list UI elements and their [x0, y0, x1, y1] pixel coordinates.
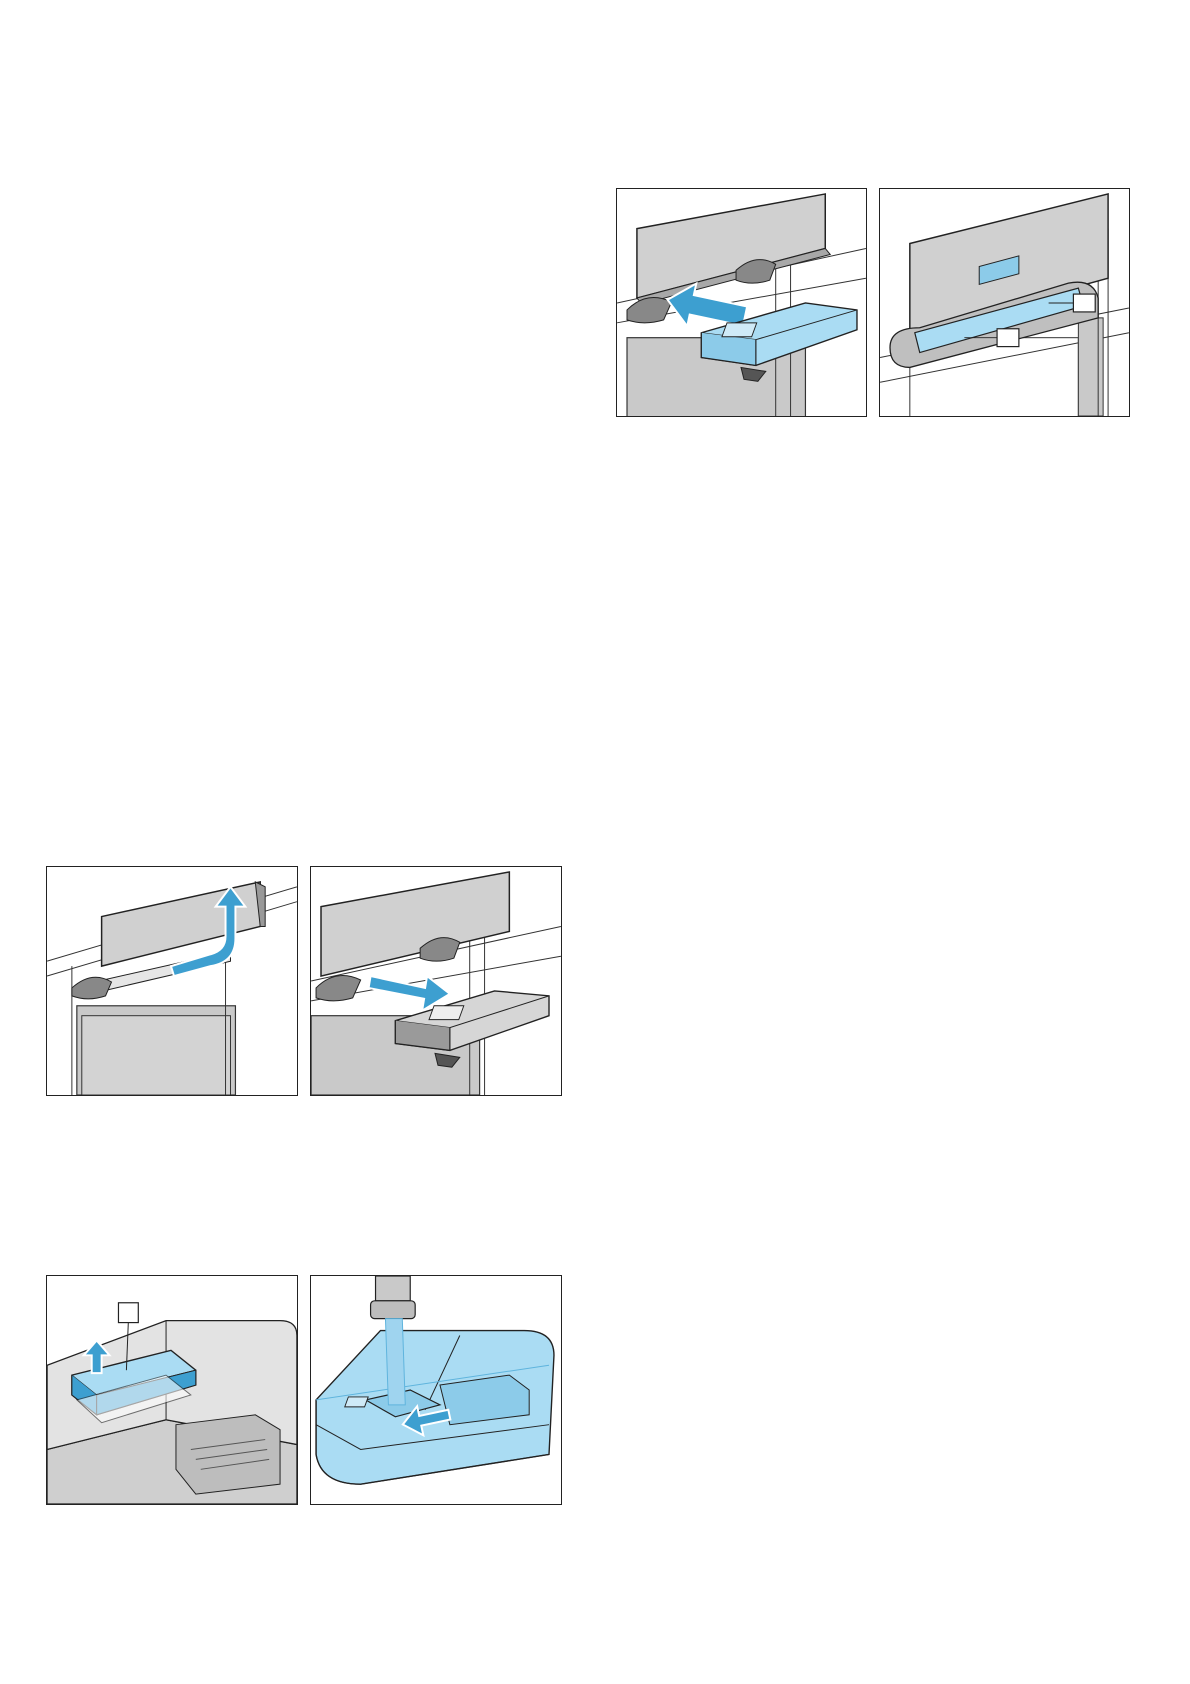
callout-box [118, 1303, 138, 1323]
figure-remove-tank [310, 866, 562, 1096]
callout-box [997, 329, 1019, 347]
figure-open-panel [46, 866, 298, 1096]
callout-box [1073, 294, 1095, 312]
water-tank-inserted-illustration [880, 189, 1129, 416]
figure-insert-tank [616, 188, 867, 417]
figure-tank-inserted [879, 188, 1130, 417]
control-panel-open-illustration [47, 867, 297, 1095]
water-tank-remove-illustration [311, 867, 561, 1095]
tank-lid-remove-illustration [47, 1276, 297, 1504]
figure-fill-tank [310, 1275, 562, 1505]
tank-fill-tap-illustration [311, 1276, 561, 1504]
water-tank-insert-illustration [617, 189, 866, 416]
figure-remove-lid [46, 1275, 298, 1505]
